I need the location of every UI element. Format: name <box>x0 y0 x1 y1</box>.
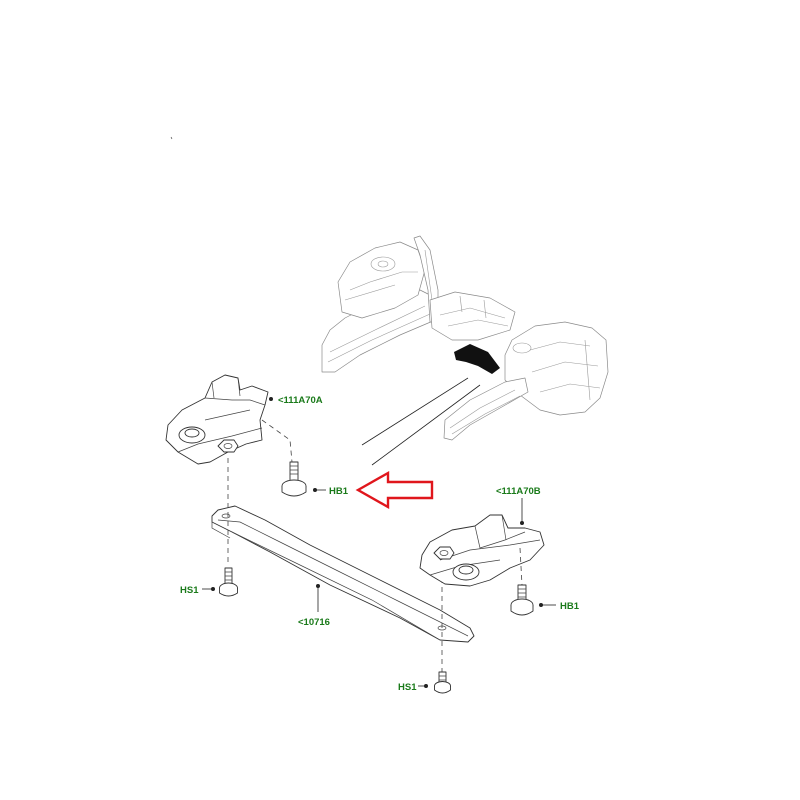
highlight-arrow <box>355 470 434 510</box>
screw-bottom <box>434 671 451 694</box>
label-bracket-left: <111A70A <box>278 395 323 406</box>
corner-tick <box>170 136 173 140</box>
left-mounting-bracket <box>165 374 269 465</box>
bracket-bolt-path <box>261 419 293 463</box>
label-dot <box>269 397 273 401</box>
leader-line-upper <box>361 377 469 446</box>
label-crossmember: <10716 <box>298 617 330 628</box>
label-hb1-right: HB1 <box>560 601 580 612</box>
leader-line-lower <box>371 384 481 466</box>
flange-bolt-right <box>510 584 534 616</box>
label-bracket-right: <111A70B <box>496 486 541 497</box>
bracket-bolt-path-right <box>519 547 523 586</box>
label-hs1-bottom: HS1 <box>398 682 417 693</box>
label-hb1-left: HB1 <box>329 486 349 497</box>
vehicle-frame-sketch <box>321 235 609 441</box>
screw-left <box>219 567 238 597</box>
right-mounting-bracket <box>419 514 545 587</box>
flange-bolt-left <box>281 461 307 497</box>
label-hs1-left: HS1 <box>180 585 199 596</box>
crossmember <box>211 505 475 643</box>
